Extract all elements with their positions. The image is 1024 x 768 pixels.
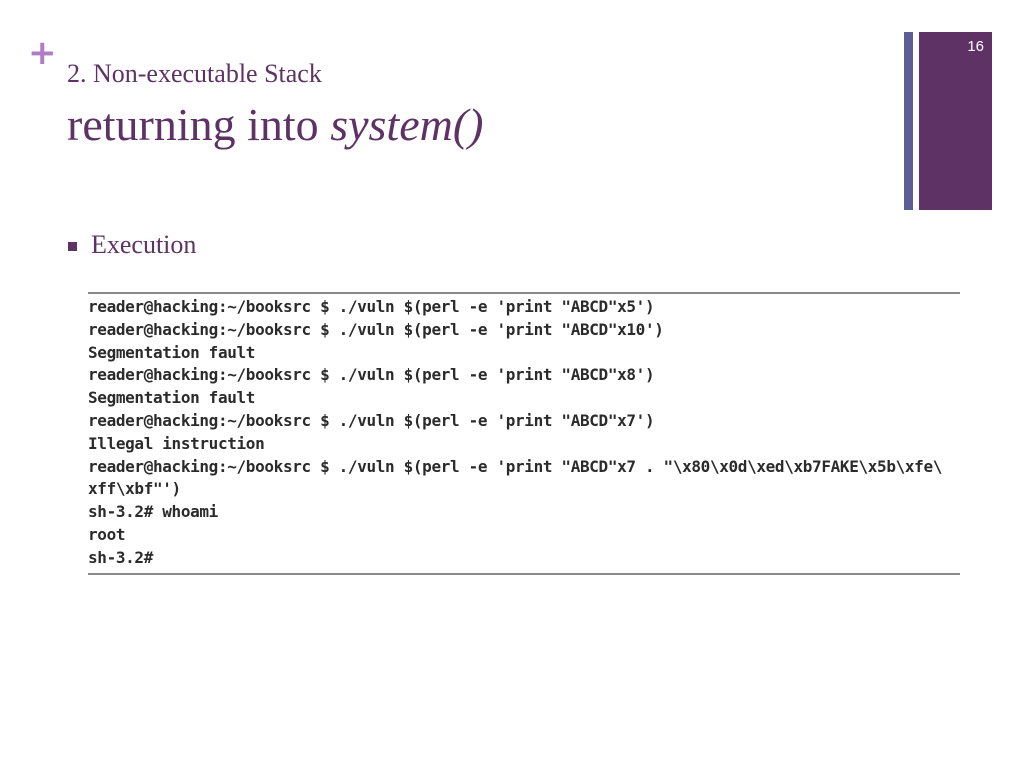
square-bullet-icon — [68, 241, 77, 251]
plus-icon: + — [28, 33, 57, 73]
terminal-line: root — [88, 524, 126, 544]
page-number: 16 — [967, 38, 984, 55]
terminal-line: sh-3.2# — [88, 547, 153, 567]
terminal-screenshot: reader@hacking:~/booksrc $ ./vuln $(perl… — [88, 292, 960, 575]
terminal-line: reader@hacking:~/booksrc $ ./vuln $(perl… — [88, 456, 943, 476]
accent-bar-thick — [919, 32, 992, 210]
terminal-line: reader@hacking:~/booksrc $ ./vuln $(perl… — [88, 319, 664, 339]
slide-subtitle: 2. Non-executable Stack — [67, 59, 322, 88]
bullet-item: Execution — [68, 230, 196, 260]
terminal-line: reader@hacking:~/booksrc $ ./vuln $(perl… — [88, 365, 655, 385]
terminal-line: Segmentation fault — [88, 342, 256, 362]
terminal-line: reader@hacking:~/booksrc $ ./vuln $(perl… — [88, 410, 655, 430]
terminal-line: reader@hacking:~/booksrc $ ./vuln $(perl… — [88, 297, 655, 316]
terminal-line: xff\xbf"') — [88, 479, 181, 499]
terminal-line: Illegal instruction — [88, 433, 265, 453]
slide-title: returning into system() — [67, 99, 484, 151]
terminal-line: Segmentation fault — [88, 388, 256, 408]
slide-title-prefix: returning into — [67, 99, 331, 150]
accent-bar-thin — [904, 32, 913, 210]
slide-title-function: system() — [330, 99, 484, 150]
terminal-output: reader@hacking:~/booksrc $ ./vuln $(perl… — [88, 294, 960, 570]
bullet-text: Execution — [91, 230, 197, 259]
terminal-line: sh-3.2# whoami — [88, 502, 218, 522]
